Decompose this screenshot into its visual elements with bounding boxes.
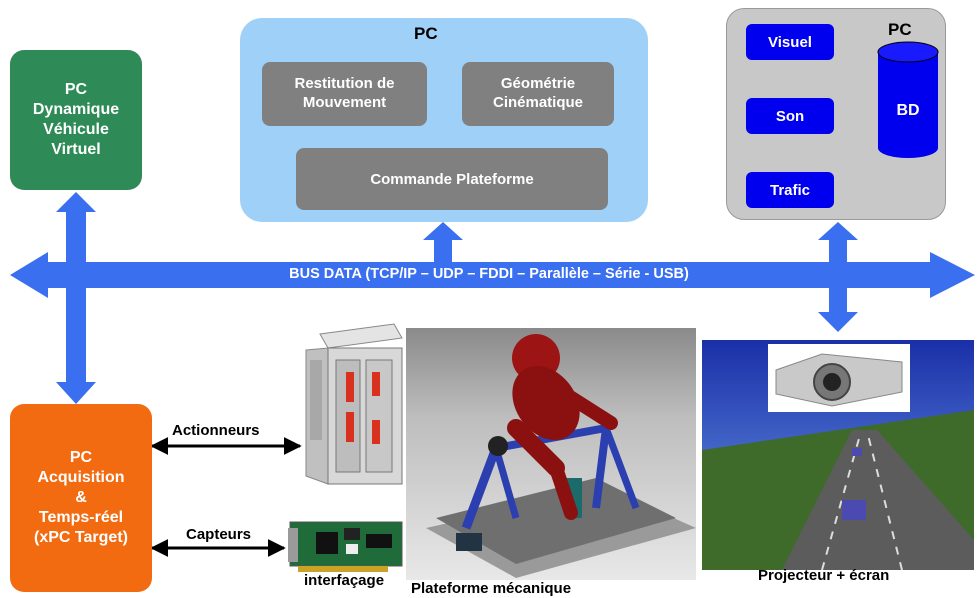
trafic-box: Trafic — [746, 172, 834, 208]
actuator-controller-image — [305, 323, 403, 485]
capteurs-label: Capteurs — [186, 526, 252, 543]
restitution-box: Restitution de Mouvement — [262, 62, 427, 126]
son-box: Son — [746, 98, 834, 134]
bus-data-arrow — [10, 252, 975, 298]
pc-center-title: PC — [414, 24, 438, 43]
pc-dynamique-box: PC Dynamique Véhicule Virtuel — [10, 50, 142, 190]
projector-screen-image — [702, 340, 974, 570]
vertical-arrow-center — [423, 222, 463, 262]
geometrie-box: Géométrie Cinématique — [462, 62, 614, 126]
pc-right-title: PC — [888, 20, 912, 39]
interfacage-caption: interfaçage — [304, 572, 385, 589]
bus-data-label: BUS DATA (TCP/IP – UDP – FDDI – Parallèl… — [289, 266, 689, 282]
mechanical-platform-image — [406, 328, 696, 580]
visuel-box: Visuel — [746, 24, 834, 60]
pc-acquisition-box: PC Acquisition & Temps-réel (xPC Target) — [10, 404, 152, 592]
interface-card-image — [288, 521, 403, 572]
commande-box: Commande Plateforme — [296, 148, 608, 210]
projecteur-caption: Projecteur + écran — [758, 567, 890, 584]
vertical-arrow-right — [818, 222, 858, 332]
bd-label: BD — [896, 102, 920, 119]
vertical-arrow-left — [56, 192, 96, 404]
plateforme-caption: Plateforme mécanique — [411, 580, 572, 597]
actionneurs-label: Actionneurs — [172, 422, 260, 439]
bd-cylinder — [877, 41, 939, 158]
